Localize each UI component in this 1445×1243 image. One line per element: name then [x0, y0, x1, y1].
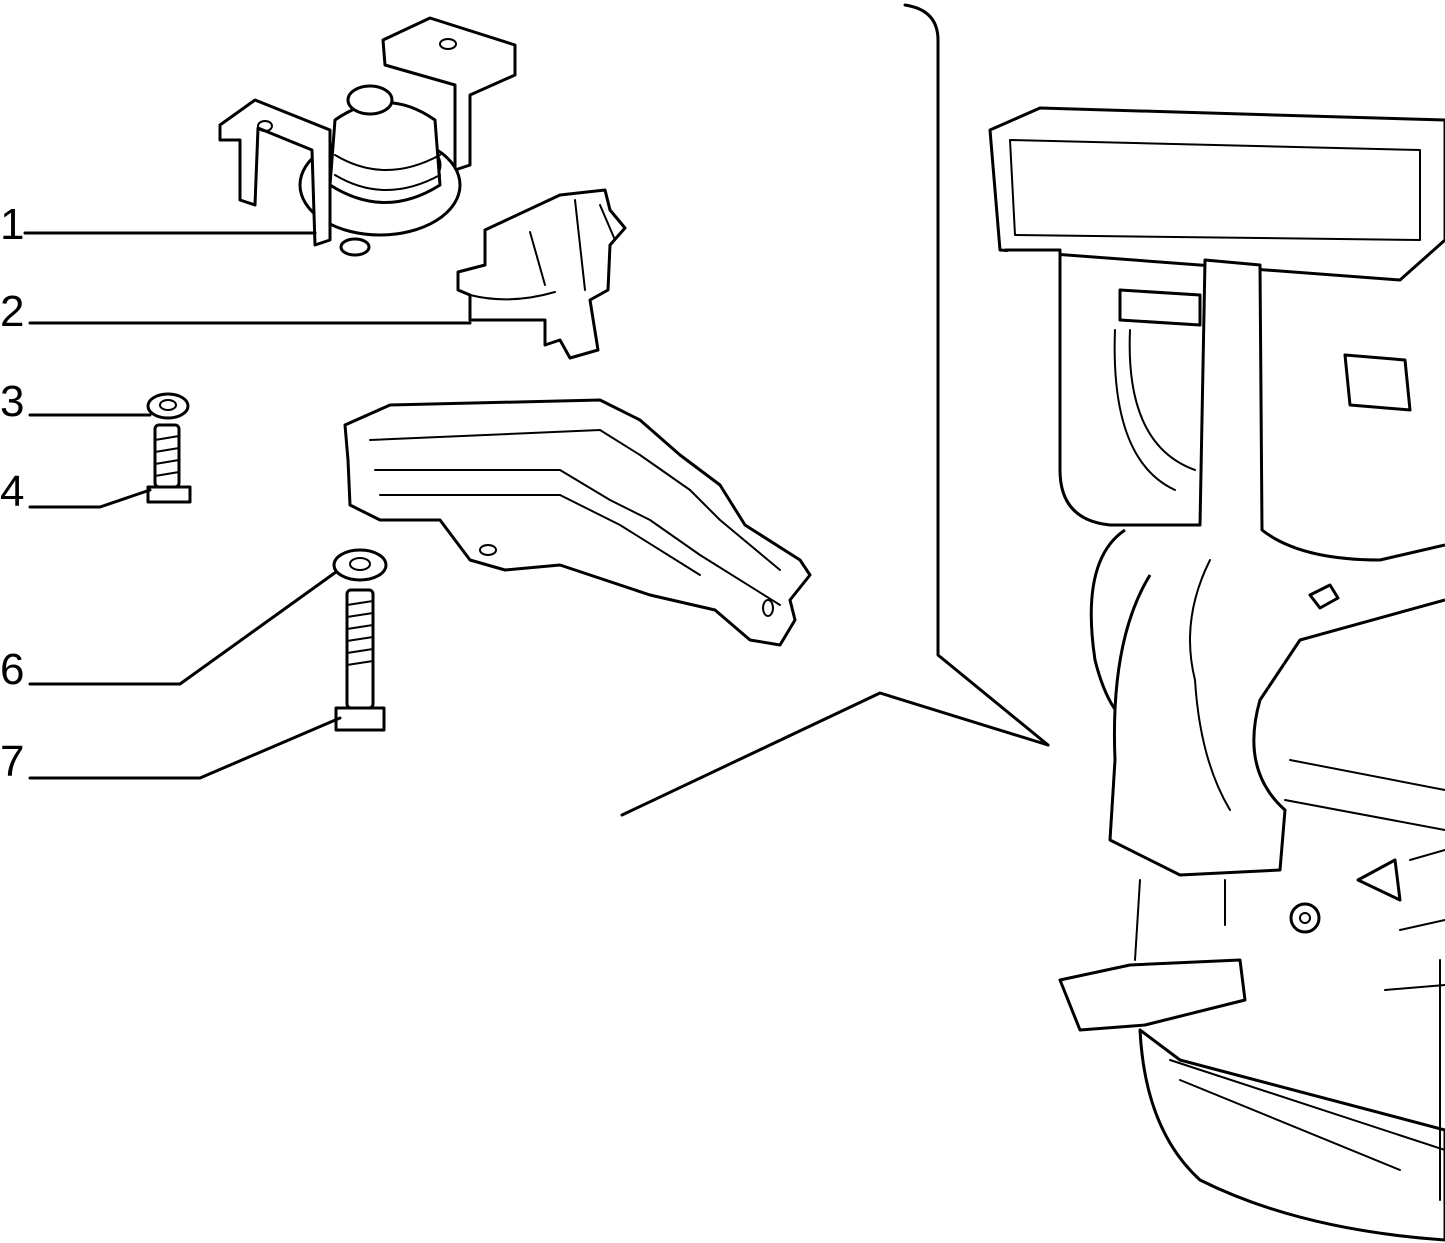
part-4-short-bolt [146, 423, 192, 504]
callout-7: 7 [0, 737, 25, 786]
support-arm [343, 398, 812, 647]
callout-4: 4 [0, 467, 25, 516]
part-2-bracket [456, 188, 627, 360]
part-6-washer [332, 548, 388, 582]
part-7-long-bolt [334, 588, 386, 732]
callout-3: 3 [0, 377, 25, 426]
part-1-engine-mount [218, 16, 517, 257]
callout-1: 1 [0, 200, 25, 249]
engine-block [988, 106, 1445, 1242]
callout-6: 6 [0, 645, 25, 694]
leader-lines [23, 231, 472, 780]
callout-2: 2 [0, 287, 25, 336]
section-bracket [620, 3, 1050, 817]
part-3-washer [146, 392, 190, 420]
